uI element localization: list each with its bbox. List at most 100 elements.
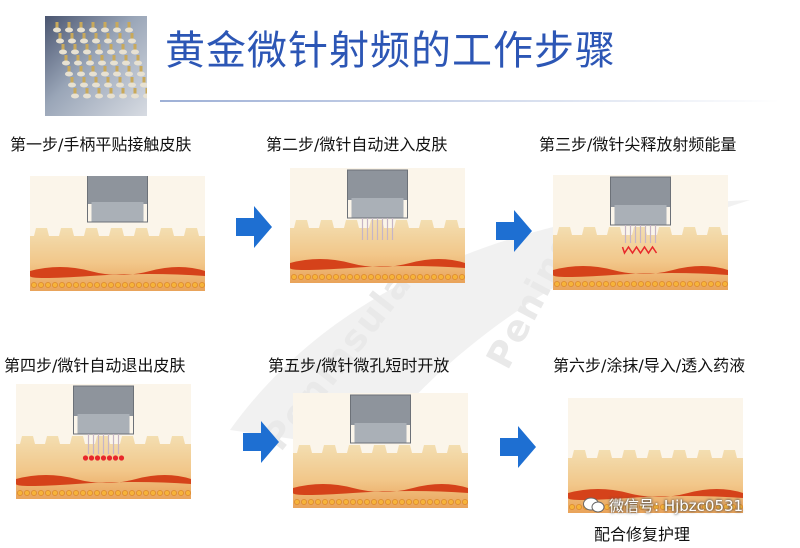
- fat-cell: [688, 504, 694, 510]
- fat-cell: [438, 274, 444, 280]
- fat-cell: [368, 274, 374, 280]
- fat-cell: [378, 499, 384, 505]
- needle-base: [71, 49, 79, 55]
- blood-vessel: [553, 266, 728, 277]
- needle-base: [65, 71, 73, 77]
- fat-cell: [638, 281, 644, 287]
- needle: [127, 22, 131, 30]
- fat-cell: [653, 504, 659, 510]
- fat-cell: [192, 282, 198, 288]
- step-4-illustration: [16, 384, 191, 499]
- fat-cell: [403, 274, 409, 280]
- needle-base: [116, 38, 124, 44]
- fat-cell: [701, 281, 707, 287]
- needle: [94, 33, 98, 41]
- needle-base: [68, 82, 76, 88]
- needle: [133, 88, 137, 96]
- fat-cell: [385, 499, 391, 505]
- handpiece-tip: [351, 198, 404, 218]
- fat-cell: [673, 281, 679, 287]
- right-arrow-icon: [500, 426, 536, 468]
- fat-cell: [340, 274, 346, 280]
- fat-cell: [410, 274, 416, 280]
- fat-cell: [45, 282, 51, 288]
- wechat-icon: [583, 497, 605, 513]
- needle: [130, 77, 134, 85]
- handpiece-tip: [614, 205, 667, 225]
- needle: [139, 66, 143, 74]
- fat-cell: [308, 499, 314, 505]
- needle: [133, 44, 137, 52]
- blood-vessel: [16, 475, 191, 486]
- needle-base: [113, 71, 121, 77]
- fat-cell: [185, 490, 191, 496]
- fat-cell: [413, 499, 419, 505]
- needle: [82, 77, 86, 85]
- needle-base: [122, 60, 130, 66]
- needle: [67, 66, 71, 74]
- handpiece-body: [87, 176, 148, 204]
- step-6-label: 第六步/涂抹/导入/透入药液: [553, 356, 746, 375]
- fat-cell: [301, 499, 307, 505]
- needle-base: [125, 71, 133, 77]
- needle-base: [98, 60, 106, 66]
- fat-cell: [315, 499, 321, 505]
- fat-cell: [129, 282, 135, 288]
- needle-base: [89, 27, 97, 33]
- needle-base: [68, 38, 76, 44]
- needle-base: [74, 60, 82, 66]
- needle: [106, 77, 110, 85]
- step-4-label: 第四步/微针自动退出皮肤: [4, 356, 186, 375]
- needle: [97, 44, 101, 52]
- needle-base: [113, 27, 121, 33]
- needle-base: [83, 49, 91, 55]
- needle-base: [119, 93, 127, 99]
- needle: [130, 33, 134, 41]
- handpiece: [350, 394, 411, 444]
- needle: [97, 88, 101, 96]
- fat-cell: [462, 499, 468, 505]
- fat-cell: [291, 274, 297, 280]
- fat-cell: [399, 499, 405, 505]
- fat-cell: [94, 282, 100, 288]
- fat-cell: [448, 499, 454, 505]
- fat-cell: [24, 490, 30, 496]
- step-1-illustration: [30, 176, 205, 291]
- coagulation-point: [100, 455, 107, 461]
- needle-base: [125, 27, 133, 33]
- needle-base: [59, 49, 67, 55]
- fat-cell: [80, 490, 86, 496]
- fat-cell: [617, 281, 623, 287]
- needle-base: [107, 93, 115, 99]
- fat-cell: [694, 281, 700, 287]
- fat-cell: [185, 282, 191, 288]
- fat-cell: [122, 490, 128, 496]
- needle-base: [119, 49, 127, 55]
- needle: [91, 66, 95, 74]
- coagulation-point: [112, 455, 119, 461]
- fat-cell: [354, 274, 360, 280]
- fat-cell: [681, 504, 687, 510]
- fat-cell: [575, 281, 581, 287]
- handpiece: [610, 176, 671, 226]
- fat-cell: [716, 504, 722, 510]
- needle: [85, 88, 89, 96]
- needle-base: [101, 71, 109, 77]
- fat-cell: [652, 281, 658, 287]
- fat-cell: [389, 274, 395, 280]
- fat-cell: [178, 490, 184, 496]
- fat-cell: [582, 281, 588, 287]
- handpiece-body: [73, 386, 134, 416]
- fat-cell: [171, 490, 177, 496]
- fat-cell: [347, 274, 353, 280]
- fat-cell: [702, 504, 708, 510]
- needle-base: [116, 82, 124, 88]
- step-2-illustration: [290, 168, 465, 283]
- fat-cell: [312, 274, 318, 280]
- needle: [145, 88, 147, 96]
- needle: [79, 22, 83, 30]
- fat-cell: [625, 504, 631, 510]
- fat-cell: [596, 281, 602, 287]
- needle: [127, 66, 131, 74]
